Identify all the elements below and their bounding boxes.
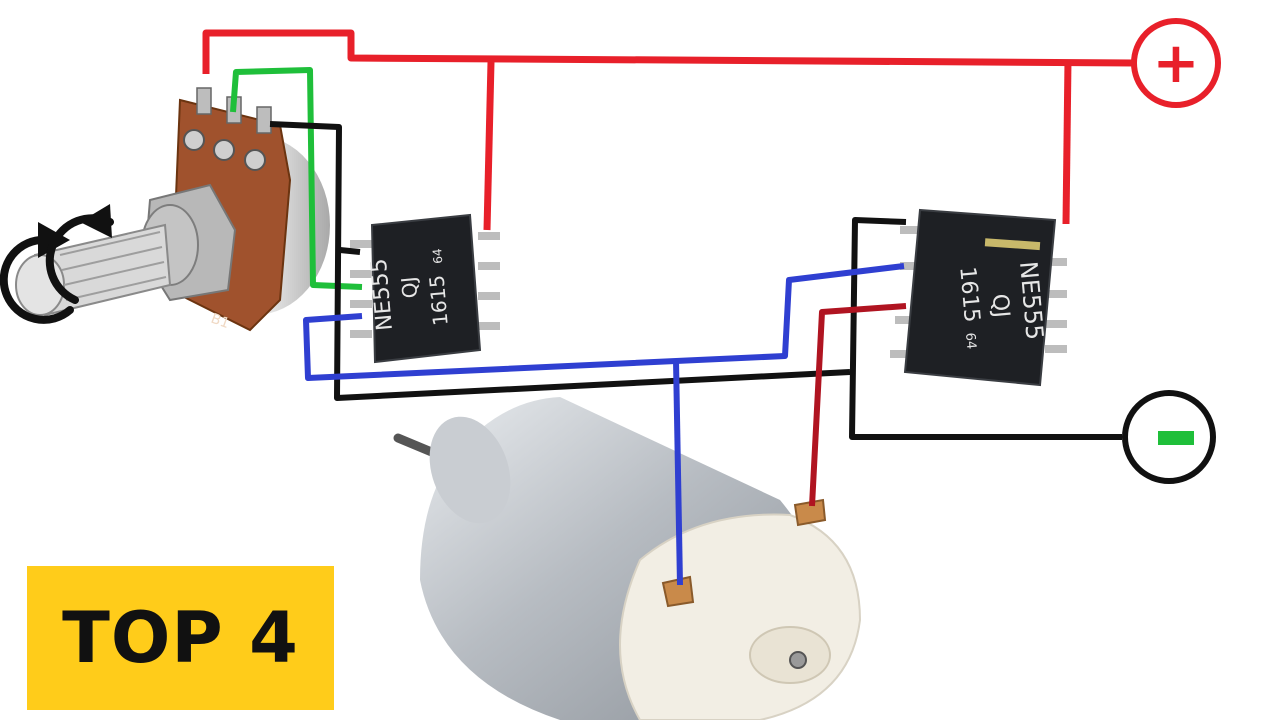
ne555-chip-left: NE555 QJ 1615 64 xyxy=(350,213,500,364)
chip1-line3: 1615 xyxy=(424,274,452,327)
wire-positive xyxy=(202,29,1136,231)
negative-terminal: - xyxy=(1122,390,1216,484)
chip1-line2: QJ xyxy=(396,276,422,300)
dc-motor xyxy=(393,397,862,720)
wire-control xyxy=(303,263,905,586)
wire-ground xyxy=(269,121,1122,440)
wire-motor xyxy=(809,303,907,507)
chip2-line4: 64 xyxy=(962,332,978,350)
pot-label: B1 xyxy=(209,311,232,332)
chip2-line2: QJ xyxy=(987,293,1014,319)
chip1-line4: 64 xyxy=(430,248,445,264)
wire-wiper xyxy=(230,67,363,290)
positive-symbol: + xyxy=(1153,31,1200,96)
potentiometer: B1 xyxy=(15,87,330,332)
top4-badge: TOP 4 xyxy=(27,566,334,710)
ne555-chip-right: NE555 QJ 1615 64 xyxy=(890,208,1067,387)
badge-text: TOP 4 xyxy=(62,597,299,679)
chip2-line3: 1615 xyxy=(954,266,984,324)
negative-mark xyxy=(1158,431,1194,445)
positive-terminal: + xyxy=(1131,18,1221,108)
chip2-line1: NE555 xyxy=(1014,260,1049,341)
rotation-arrows-icon xyxy=(0,204,114,324)
